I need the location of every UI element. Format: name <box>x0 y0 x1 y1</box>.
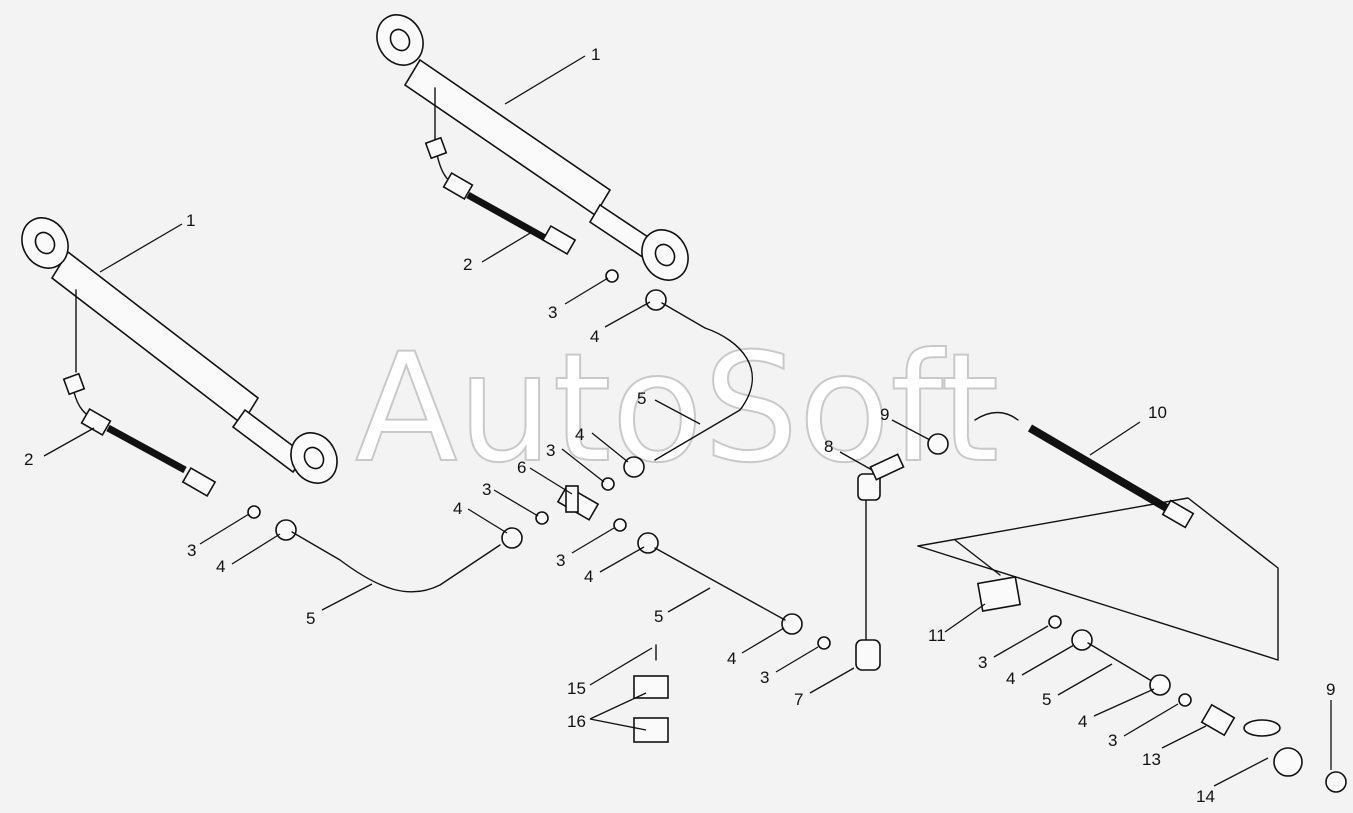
callout-4-d: 4 <box>216 557 225 576</box>
callout-4-h: 4 <box>1078 712 1087 731</box>
callout-2-lower: 2 <box>24 450 33 469</box>
callout-7: 7 <box>794 690 803 709</box>
callout-3-g: 3 <box>978 653 987 672</box>
callout-4-b: 4 <box>575 425 584 444</box>
callout-2-upper: 2 <box>463 255 472 274</box>
lower-hydraulic-cylinder <box>21 217 338 484</box>
callout-5-a: 5 <box>637 389 646 408</box>
callout-4-a: 4 <box>590 327 599 346</box>
callout-4-e: 4 <box>584 567 593 586</box>
callout-1-upper: 1 <box>591 45 600 64</box>
callout-5-b: 5 <box>306 609 315 628</box>
upper-hose-assembly <box>424 136 577 256</box>
callout-1-lower: 1 <box>186 211 195 230</box>
callout-16: 16 <box>567 712 586 731</box>
callout-3-a: 3 <box>548 303 557 322</box>
tee-fitting <box>556 485 600 521</box>
long-hose-10 <box>974 411 1195 529</box>
callout-9-b: 9 <box>1326 680 1335 699</box>
elbow-fitting-8 <box>857 453 905 501</box>
elbow-fitting-7 <box>855 639 881 671</box>
valve-group <box>917 497 1303 777</box>
callout-3-c: 3 <box>482 480 491 499</box>
callout-11: 11 <box>928 626 946 645</box>
callout-15: 15 <box>567 679 586 698</box>
callout-9-a: 9 <box>880 405 889 424</box>
callout-13: 13 <box>1142 750 1161 769</box>
tubes <box>291 302 1151 681</box>
leader-lines <box>43 55 1332 787</box>
callout-4-g: 4 <box>1006 669 1015 688</box>
callout-5-c: 5 <box>654 607 663 626</box>
callout-6: 6 <box>517 458 526 477</box>
callout-3-b: 3 <box>546 441 555 460</box>
callout-5-d: 5 <box>1042 690 1051 709</box>
callout-3-e: 3 <box>556 551 565 570</box>
watermark-text: AutoSoft <box>355 322 999 496</box>
callout-4-c: 4 <box>453 499 462 518</box>
callout-4-f: 4 <box>727 649 736 668</box>
lower-hose-assembly <box>62 372 217 498</box>
callout-3-d: 3 <box>187 541 196 560</box>
callout-3-f: 3 <box>760 668 769 687</box>
clamp-assembly <box>633 644 669 743</box>
callout-14: 14 <box>1196 787 1215 806</box>
upper-hydraulic-cylinder <box>376 14 689 281</box>
callout-10: 10 <box>1148 403 1167 422</box>
callout-3-h: 3 <box>1108 731 1117 750</box>
callout-labels: 1 1 2 2 3 4 5 4 3 6 3 4 3 4 3 4 5 5 4 3 … <box>24 45 1335 806</box>
callout-8: 8 <box>824 437 833 456</box>
fittings <box>247 269 1347 793</box>
